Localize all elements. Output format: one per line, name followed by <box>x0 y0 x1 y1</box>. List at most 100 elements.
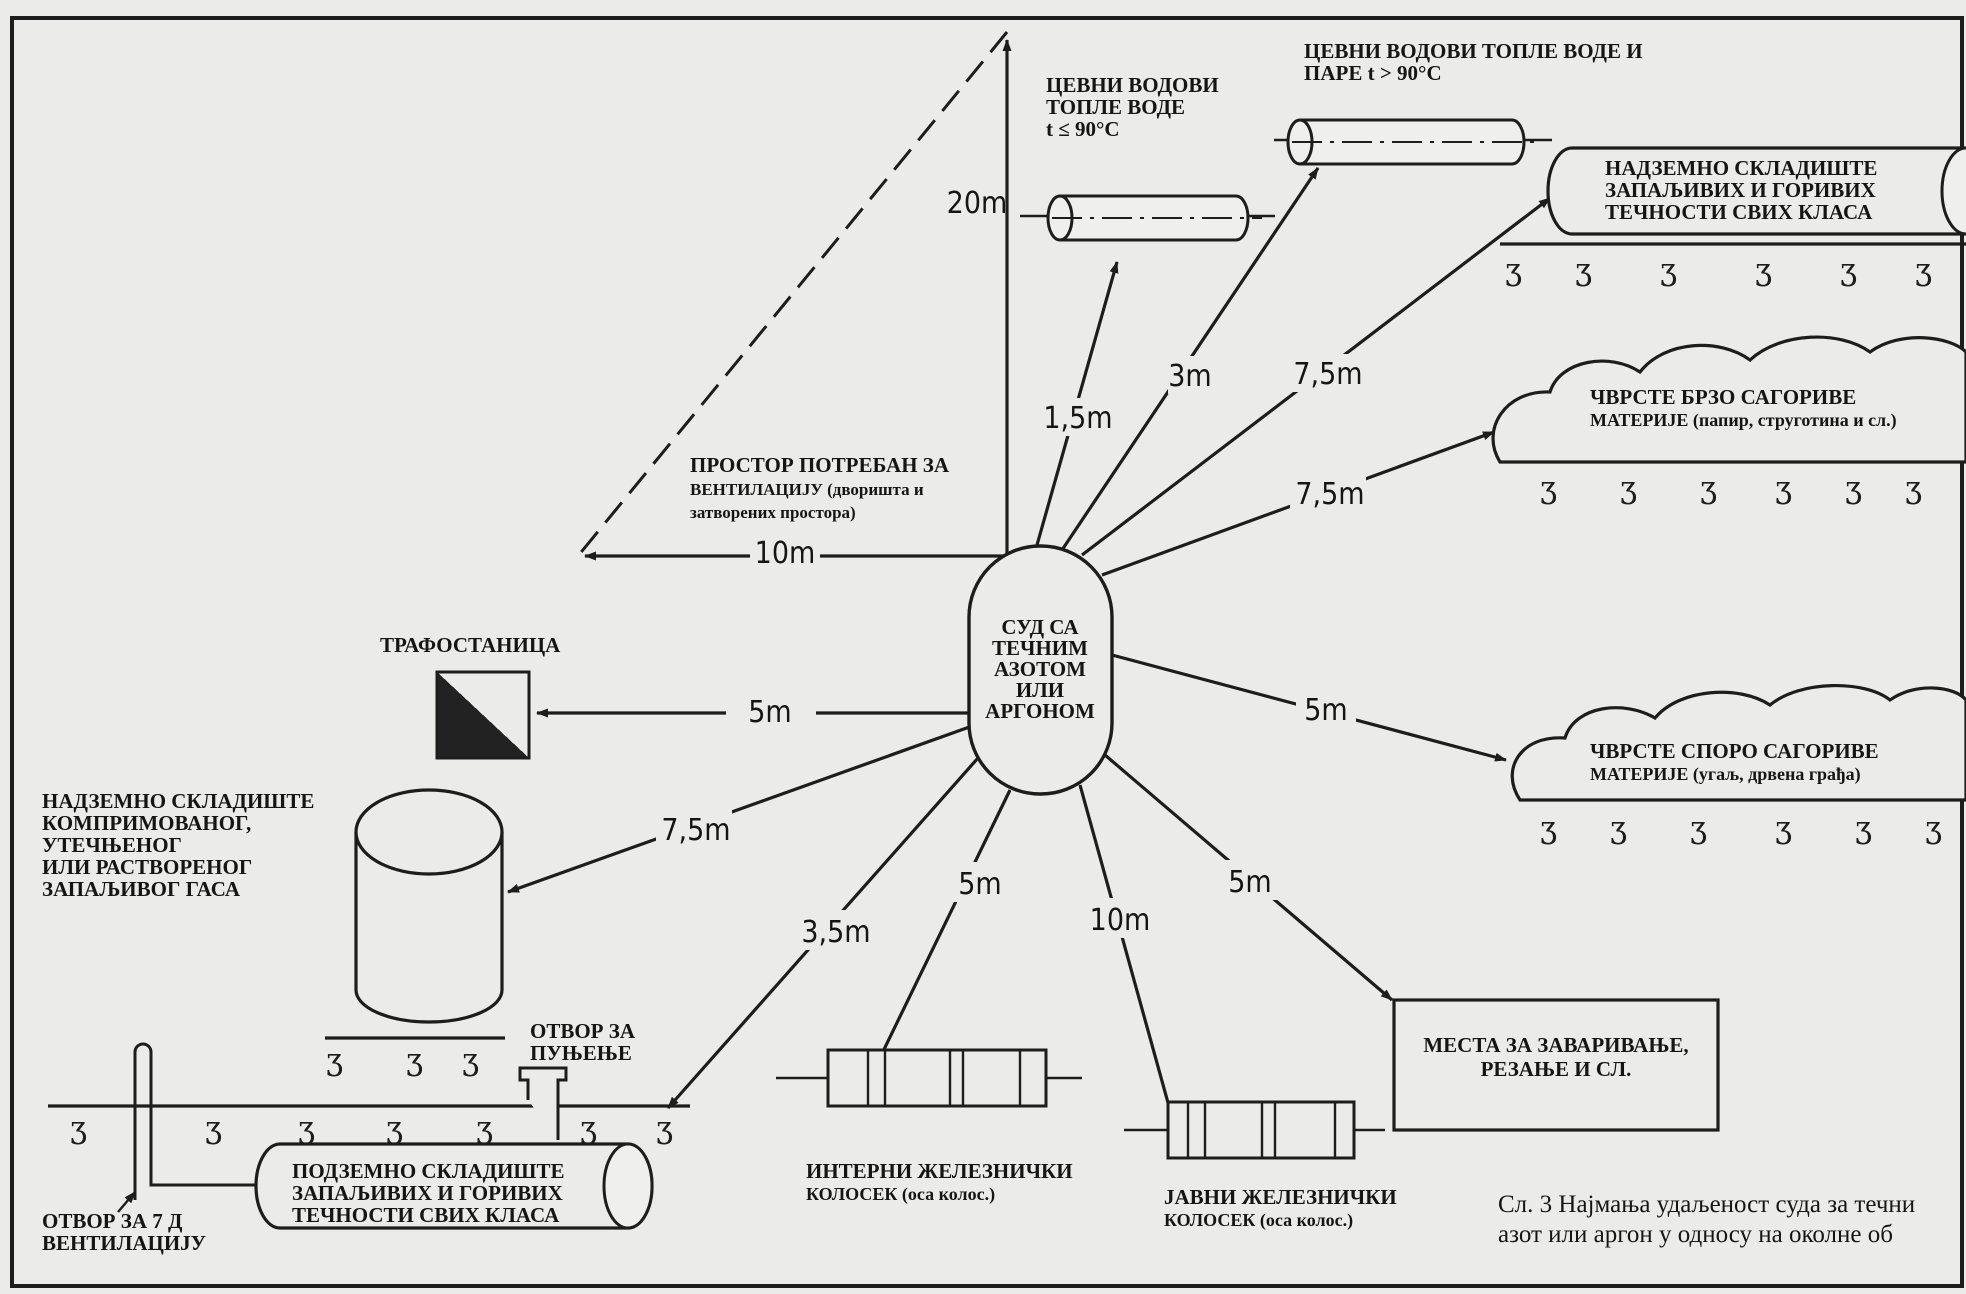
above-storage-label-3: ТЕЧНОСТИ СВИХ КЛАСА <box>1605 200 1873 224</box>
underground-label-2: ЗАПАЉИВИХ И ГОРИВИХ <box>292 1181 563 1205</box>
vessel-label-1: СУД СА <box>1001 615 1079 639</box>
public-rail-label-2: КОЛОСЕК (оса колос.) <box>1164 1210 1353 1231</box>
ventilation-label-2: ВЕНТИЛАЦИЈУ (дворишта и <box>690 480 924 499</box>
svg-text:ʒ: ʒ <box>462 1043 479 1078</box>
pipe-hot-water-steam: ЦЕВНИ ВОДОВИ ТОПЛЕ ВОДЕ И ПАРЕ t > 90°C <box>1274 39 1643 166</box>
svg-text:ʒ: ʒ <box>1915 253 1932 288</box>
svg-text:ʒ: ʒ <box>580 1111 597 1146</box>
vessel-label-2: ТЕЧНИМ <box>992 636 1088 660</box>
pipe-hot-water-low: ЦЕВНИ ВОДОВИ ТОПЛЕ ВОДЕ t ≤ 90°C <box>1020 73 1275 242</box>
pipe-high-label-2: ПАРЕ t > 90°C <box>1304 61 1442 85</box>
vessel-label-4: ИЛИ <box>1016 678 1064 702</box>
distance-gas-storage: 7,5m <box>661 813 730 848</box>
fill-opening-label-1: ОТВОР ЗА <box>530 1019 636 1043</box>
svg-text:ʒ: ʒ <box>406 1043 423 1078</box>
distance-fast-combustible: 7,5m <box>1295 477 1364 512</box>
public-rail-track: ЈАВНИ ЖЕЛЕЗНИЧКИ КОЛОСЕК (оса колос.) <box>1124 1100 1397 1231</box>
fill-opening-label-2: ПУЊЕЊЕ <box>530 1041 632 1065</box>
svg-text:ʒ: ʒ <box>386 1111 403 1146</box>
svg-text:ʒ: ʒ <box>1925 811 1942 846</box>
vessel-label-5: АРГОНОМ <box>985 699 1095 723</box>
gas-storage-label-4: ИЛИ РАСТВОРЕНОГ <box>42 855 252 879</box>
transformer-station: ТРАФОСТАНИЦА <box>380 633 561 760</box>
vessel-label-3: АЗОТОМ <box>994 657 1086 681</box>
slow-combustible-label-1: ЧВРСТЕ СПОРО САГОРИВЕ <box>1590 739 1879 763</box>
gas-storage-label-2: КОМПРИМОВАНОГ, <box>42 811 251 835</box>
above-storage-label-2: ЗАПАЉИВИХ И ГОРИВИХ <box>1605 178 1876 202</box>
pipe-high-label-1: ЦЕВНИ ВОДОВИ ТОПЛЕ ВОДЕ И <box>1304 39 1643 63</box>
svg-text:ʒ: ʒ <box>476 1111 493 1146</box>
svg-text:ʒ: ʒ <box>205 1111 222 1146</box>
underground-label-3: ТЕЧНОСТИ СВИХ КЛАСА <box>292 1203 560 1227</box>
svg-text:ʒ: ʒ <box>1620 471 1637 506</box>
figure-caption: Сл. 3 Најмања удаљеност суда за течни аз… <box>1498 1191 1915 1248</box>
slow-combustible-materials: ЧВРСТЕ СПОРО САГОРИВЕ МАТЕРИЈЕ (угаљ, др… <box>1510 684 1966 846</box>
svg-text:ʒ: ʒ <box>1775 811 1792 846</box>
svg-text:ʒ: ʒ <box>656 1111 673 1146</box>
svg-text:ʒ: ʒ <box>1700 471 1717 506</box>
pipe-low-label-1: ЦЕВНИ ВОДОВИ <box>1046 73 1219 97</box>
caption-line-2: азот или аргон у односу на околне об <box>1498 1221 1893 1248</box>
gas-storage-label-1: НАДЗЕМНО СКЛАДИШТЕ <box>42 789 314 813</box>
svg-text:ʒ: ʒ <box>1905 471 1922 506</box>
gas-storage-label-5: ЗАПАЉИВОГ ГАСА <box>42 877 241 901</box>
distance-underground: 3,5m <box>801 915 870 950</box>
underground-label-1: ПОДЗЕМНО СКЛАДИШТЕ <box>292 1159 565 1183</box>
fast-combustible-label-2: МАТЕРИЈЕ (папир, струготина и сл.) <box>1590 410 1897 431</box>
internal-rail-label-2: КОЛОСЕК (оса колос.) <box>806 1184 995 1205</box>
svg-text:ʒ: ʒ <box>1690 811 1707 846</box>
underground-liquid-storage: ʒ ʒ ʒ ʒ ʒ ʒ ʒ ПОДЗЕМНО СКЛАДИШТЕ ЗАПАЉИВ… <box>42 1019 690 1255</box>
slow-combustible-label-2: МАТЕРИЈЕ (угаљ, дрвена грађа) <box>1590 764 1861 785</box>
distance-ventilation: 10m <box>755 536 816 571</box>
welding-area: МЕСТА ЗА ЗАВАРИВАЊЕ, РЕЗАЊЕ И СЛ. <box>1392 998 1720 1132</box>
svg-text:ʒ: ʒ <box>1755 253 1772 288</box>
svg-text:ʒ: ʒ <box>1540 471 1557 506</box>
svg-text:ʒ: ʒ <box>326 1043 343 1078</box>
internal-rail-track: ИНТЕРНИ ЖЕЛЕЗНИЧКИ КОЛОСЕК (оса колос.) <box>776 1048 1082 1205</box>
internal-rail-label-1: ИНТЕРНИ ЖЕЛЕЗНИЧКИ <box>806 1159 1073 1183</box>
vent-opening-label-2: ВЕНТИЛАЦИЈУ <box>42 1231 206 1255</box>
distance-above-storage: 7,5m <box>1293 357 1362 392</box>
svg-text:ʒ: ʒ <box>1775 471 1792 506</box>
distance-vertical: 20m <box>947 186 1008 221</box>
distance-public-rail: 10m <box>1090 903 1151 938</box>
pipe-low-label-2: ТОПЛЕ ВОДЕ <box>1046 95 1185 119</box>
gas-storage-tank: ʒ ʒ ʒ НАДЗЕМНО СКЛАДИШТЕ КОМПРИМОВАНОГ, … <box>42 788 505 1078</box>
welding-label-1: МЕСТА ЗА ЗАВАРИВАЊЕ, <box>1423 1033 1688 1057</box>
vent-opening-label-1: ОТВОР ЗА 7 Д <box>42 1209 183 1233</box>
distance-slow-combustible: 5m <box>1304 693 1347 728</box>
distance-welding: 5m <box>1228 865 1271 900</box>
gas-storage-label-3: УТЕЧЊЕНОГ <box>42 833 182 857</box>
svg-text:ʒ: ʒ <box>1575 253 1592 288</box>
svg-text:ʒ: ʒ <box>70 1111 87 1146</box>
svg-text:ʒ: ʒ <box>1505 253 1522 288</box>
above-storage-label-1: НАДЗЕМНО СКЛАДИШТЕ <box>1605 156 1877 180</box>
ventilation-zone: 10m ПРОСТОР ПОТРЕБАН ЗА ВЕНТИЛАЦИЈУ (дво… <box>576 31 1012 574</box>
distance-pipes-high: 3m <box>1168 359 1211 394</box>
fast-combustible-materials: ЧВРСТЕ БРЗО САГОРИВЕ МАТЕРИЈЕ (папир, ст… <box>1491 335 1966 506</box>
welding-label-2: РЕЗАЊЕ И СЛ. <box>1481 1057 1632 1081</box>
frame <box>10 16 1964 1288</box>
svg-text:ʒ: ʒ <box>1855 811 1872 846</box>
distance-internal-rail: 5m <box>958 867 1001 902</box>
above-ground-liquid-storage: НАДЗЕМНО СКЛАДИШТЕ ЗАПАЉИВИХ И ГОРИВИХ Т… <box>1500 146 1966 288</box>
caption-line-1: Сл. 3 Најмања удаљеност суда за течни <box>1498 1191 1915 1218</box>
transformer-label: ТРАФОСТАНИЦА <box>380 633 561 657</box>
svg-text:ʒ: ʒ <box>298 1111 315 1146</box>
svg-text:ʒ: ʒ <box>1660 253 1677 288</box>
svg-text:ʒ: ʒ <box>1540 811 1557 846</box>
distance-pipes-low: 1,5m <box>1043 401 1112 436</box>
center-vessel: СУД СА ТЕЧНИМ АЗОТОМ ИЛИ АРГОНОМ <box>967 544 1114 796</box>
svg-text:ʒ: ʒ <box>1840 253 1857 288</box>
svg-text:ʒ: ʒ <box>1610 811 1627 846</box>
public-rail-label-1: ЈАВНИ ЖЕЛЕЗНИЧКИ <box>1164 1185 1397 1209</box>
ventilation-label-1: ПРОСТОР ПОТРЕБАН ЗА <box>690 453 950 477</box>
svg-text:ʒ: ʒ <box>1845 471 1862 506</box>
distance-labels: 1,5m 3m 7,5m 7,5m 20m 5m 5m 7,5m 3,5m 5m… <box>656 186 1366 950</box>
pipe-low-label-3: t ≤ 90°C <box>1046 117 1120 141</box>
fast-combustible-label-1: ЧВРСТЕ БРЗО САГОРИВЕ <box>1590 385 1856 409</box>
distance-transformer: 5m <box>748 695 791 730</box>
ventilation-label-3: затворених простора) <box>690 503 856 522</box>
